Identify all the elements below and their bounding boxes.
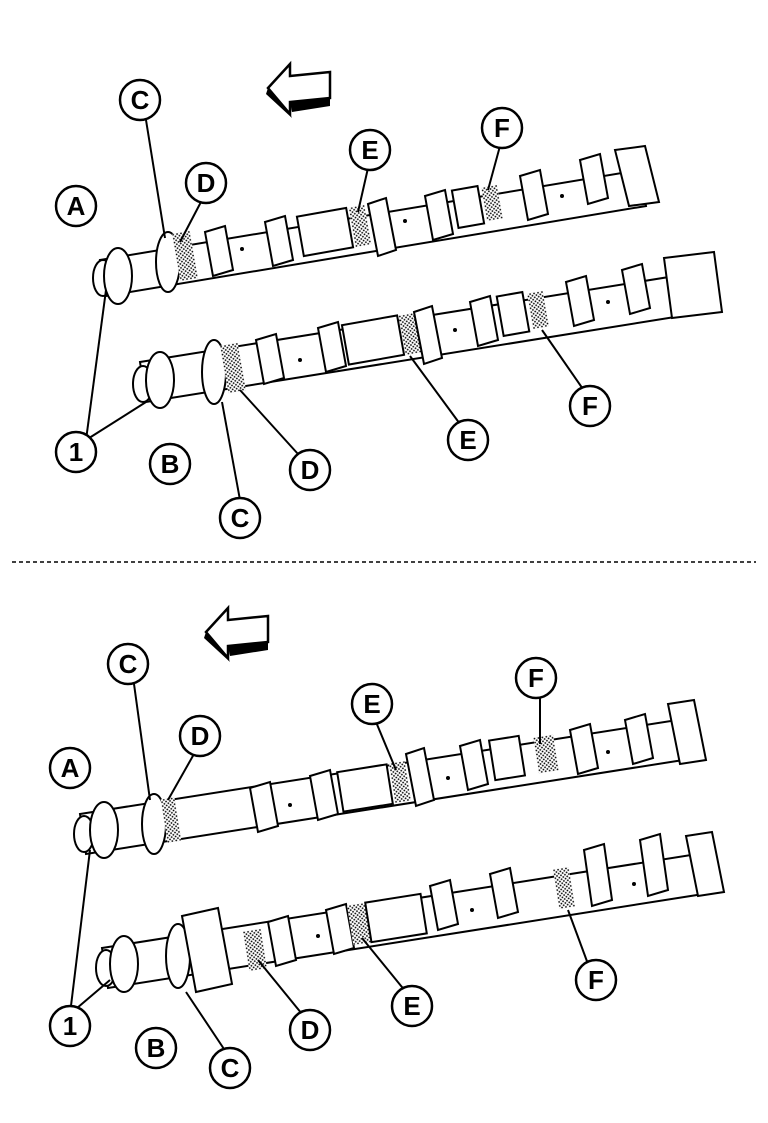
svg-text:D: D [197,168,216,198]
label-d-lower: D [288,448,332,492]
svg-text:F: F [588,965,604,995]
svg-text:1: 1 [69,437,83,467]
label-a: A [54,184,98,228]
label-d-upper: D [184,161,228,205]
label-c-lower: C [218,496,262,540]
label-1: 1 [48,1004,92,1048]
label-e-upper: E [348,128,392,172]
label-1: 1 [54,430,98,474]
svg-text:F: F [528,663,544,693]
label-c-upper: C [118,78,162,122]
svg-text:B: B [147,1033,166,1063]
label-c-upper: C [106,642,150,686]
label-d-upper: D [178,714,222,758]
camshaft-a [92,144,661,305]
svg-text:F: F [582,391,598,421]
svg-text:E: E [403,991,420,1021]
label-e-upper: E [350,682,394,726]
camshaft-a [73,698,708,859]
label-f-lower: F [568,384,612,428]
svg-text:C: C [119,649,138,679]
label-b: B [148,442,192,486]
bottom-panel: A B C C D D E E F F 1 [48,604,726,1090]
svg-text:C: C [221,1053,240,1083]
svg-text:D: D [191,721,210,751]
label-f-upper: F [480,106,524,150]
label-a: A [48,746,92,790]
svg-text:B: B [161,449,180,479]
svg-text:E: E [459,425,476,455]
svg-text:E: E [361,135,378,165]
camshaft-b [95,830,726,994]
label-e-lower: E [446,418,490,462]
svg-text:1: 1 [63,1011,77,1041]
label-e-lower: E [390,984,434,1028]
label-c-lower: C [208,1046,252,1090]
svg-text:A: A [61,753,80,783]
svg-text:C: C [131,85,150,115]
svg-text:D: D [301,1015,320,1045]
svg-text:E: E [363,689,380,719]
label-b: B [134,1026,178,1070]
label-f-upper: F [514,656,558,700]
front-arrow-icon [204,604,270,662]
svg-text:F: F [494,113,510,143]
svg-text:D: D [301,455,320,485]
front-arrow-icon [266,60,332,118]
top-panel: A B C C D D E E F F 1 [54,60,724,540]
svg-text:C: C [231,503,250,533]
camshaft-b [132,250,724,409]
svg-text:A: A [67,191,86,221]
label-d-lower: D [288,1008,332,1052]
label-f-lower: F [574,958,618,1002]
